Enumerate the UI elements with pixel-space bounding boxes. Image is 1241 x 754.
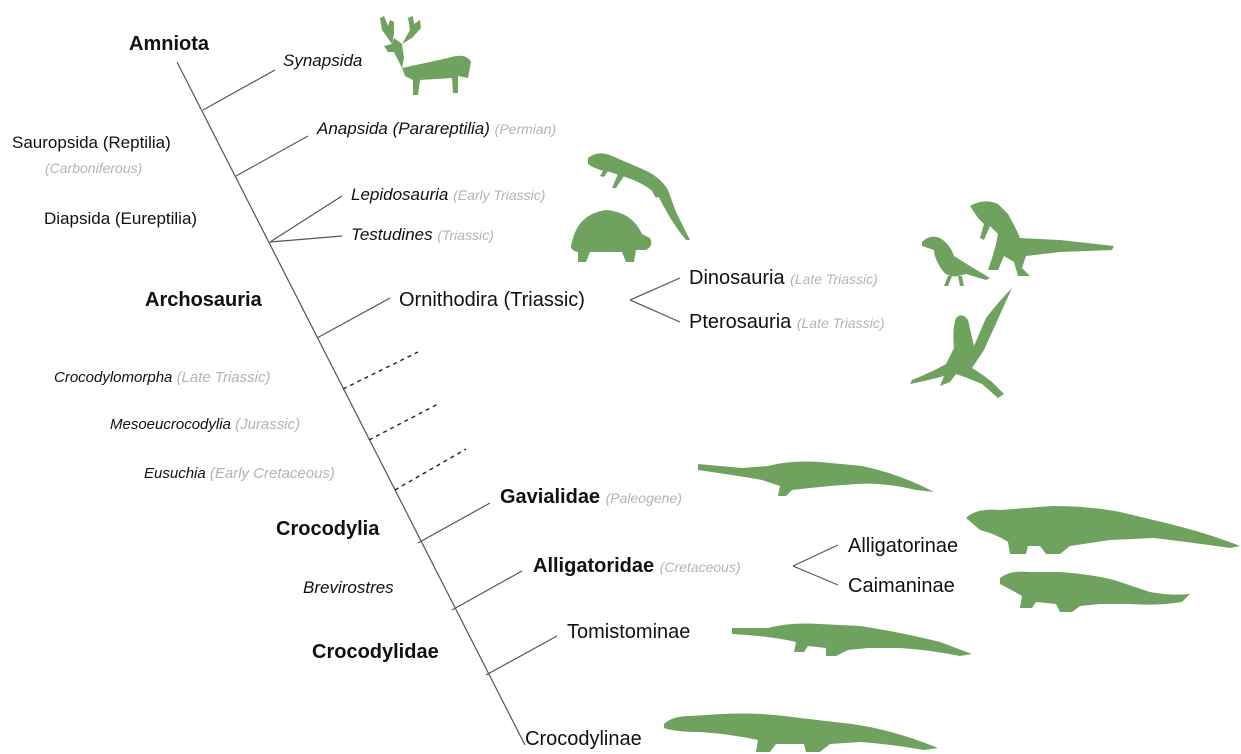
clade-diapsida: Diapsida (Eureptilia) — [44, 209, 197, 228]
clade-crocodylia: Crocodylia — [276, 518, 380, 540]
label-gavialidae-period: (Paleogene) — [606, 490, 682, 506]
clade-sauropsida: Sauropsida (Reptilia) — [12, 133, 171, 152]
clade-crocodylidae: Crocodylidae — [312, 641, 439, 663]
deer-icon — [380, 16, 471, 95]
label-anapsida-group: Anapsida (Parareptilia) (Permian) — [316, 119, 556, 138]
label-lepidosauria: Lepidosauria — [351, 185, 448, 204]
label-gavialidae: Gavialidae — [500, 486, 600, 508]
label-tomistominae: Tomistominae — [567, 621, 690, 643]
branch-dinosauria — [630, 278, 680, 300]
label-mesoeucrocodylia-group: Mesoeucrocodylia (Jurassic) — [110, 416, 300, 433]
branch-eusuchia — [395, 449, 466, 490]
branch-ornithodira — [317, 298, 390, 338]
branch-testudines — [270, 236, 342, 242]
label-alligatoridae: Alligatoridae — [533, 555, 654, 577]
label-testudines: Testudines — [351, 225, 433, 244]
branch-pterosauria — [630, 300, 680, 322]
gharial-icon — [698, 462, 934, 497]
branch-alligatorinae — [793, 545, 838, 566]
label-eusuchia: Eusuchia — [144, 465, 206, 482]
branch-tomistominae — [486, 636, 557, 675]
branch-synapsida — [203, 70, 275, 110]
theropod-icon — [970, 201, 1114, 276]
label-testudines-group: Testudines (Triassic) — [351, 225, 494, 244]
label-synapsida: Synapsida — [283, 51, 362, 70]
label-testudines-period: (Triassic) — [437, 227, 494, 243]
tomistoma-icon — [732, 624, 972, 657]
label-caimaninae: Caimaninae — [848, 575, 955, 597]
clade-sauropsida-period: (Carboniferous) — [45, 160, 142, 176]
label-dinosauria-period: (Late Triassic) — [790, 271, 878, 287]
label-mesoeucrocodylia: Mesoeucrocodylia — [110, 416, 231, 433]
crocodile-icon — [664, 714, 938, 753]
label-gavialidae-group: Gavialidae (Paleogene) — [500, 486, 682, 508]
label-crocodylomorpha-period: (Late Triassic) — [177, 369, 271, 386]
label-anapsida: Anapsida (Parareptilia) — [316, 119, 490, 138]
branch-crocodylomorpha — [343, 352, 418, 389]
label-alligatoridae-period: (Cretaceous) — [660, 559, 741, 575]
label-pterosauria: Pterosauria — [689, 311, 792, 333]
pterosaur-icon — [910, 288, 1012, 398]
branch-mesoeucrocodylia — [369, 403, 440, 440]
label-pterosauria-period: (Late Triassic) — [797, 315, 885, 331]
label-crocodylomorpha-group: Crocodylomorpha (Late Triassic) — [54, 369, 270, 386]
label-dinosauria-group: Dinosauria (Late Triassic) — [689, 267, 878, 289]
clade-amniota: Amniota — [129, 33, 210, 55]
label-crocodylinae: Crocodylinae — [525, 728, 642, 750]
label-mesoeucrocodylia-period: (Jurassic) — [235, 416, 300, 433]
label-lepidosauria-period: (Early Triassic) — [453, 187, 545, 203]
label-dinosauria: Dinosauria — [689, 267, 785, 289]
label-ornithodira: Ornithodira (Triassic) — [399, 289, 585, 311]
label-crocodylomorpha: Crocodylomorpha — [54, 369, 172, 386]
clade-brevirostres: Brevirostres — [303, 578, 394, 597]
branch-alligatoridae — [452, 571, 522, 610]
label-lepidosauria-group: Lepidosauria (Early Triassic) — [351, 185, 545, 204]
tortoise-icon — [571, 210, 651, 262]
label-eusuchia-group: Eusuchia (Early Cretaceous) — [144, 465, 335, 482]
branch-lepidosauria — [270, 196, 342, 242]
label-eusuchia-period: (Early Cretaceous) — [210, 465, 335, 482]
caiman-icon — [1000, 572, 1190, 612]
branch-caimaninae — [793, 566, 838, 585]
bird-icon — [922, 237, 990, 286]
label-pterosauria-group: Pterosauria (Late Triassic) — [689, 311, 885, 333]
label-alligatoridae-group: Alligatoridae (Cretaceous) — [533, 555, 741, 577]
branch-gavialidae — [418, 503, 490, 543]
label-anapsida-period: (Permian) — [495, 121, 556, 137]
clade-archosauria: Archosauria — [145, 289, 263, 311]
label-alligatorinae: Alligatorinae — [848, 535, 958, 557]
alligator-icon — [966, 506, 1240, 554]
branch-anapsida — [236, 136, 308, 176]
